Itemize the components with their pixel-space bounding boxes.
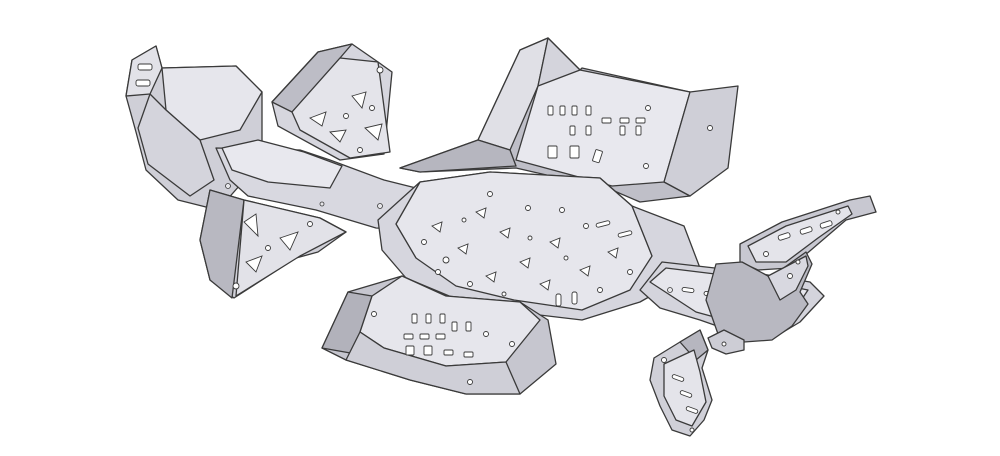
front-center-spine — [215, 139, 425, 231]
rear-right-a-arm-guard — [649, 329, 713, 437]
footwell-slots-top — [547, 105, 713, 169]
center-plate-holes — [421, 191, 633, 307]
rear-left-a-arm-guard — [739, 195, 877, 271]
bend-lines — [359, 149, 691, 333]
front-left-a-arm-guard — [271, 43, 393, 161]
front-right-a-arm-guard — [199, 189, 347, 299]
right-footwell-guard — [321, 275, 557, 395]
rear-connector-bracket — [705, 251, 813, 355]
center-skid-plate — [377, 171, 701, 321]
footwell-slots-bottom — [371, 311, 515, 385]
